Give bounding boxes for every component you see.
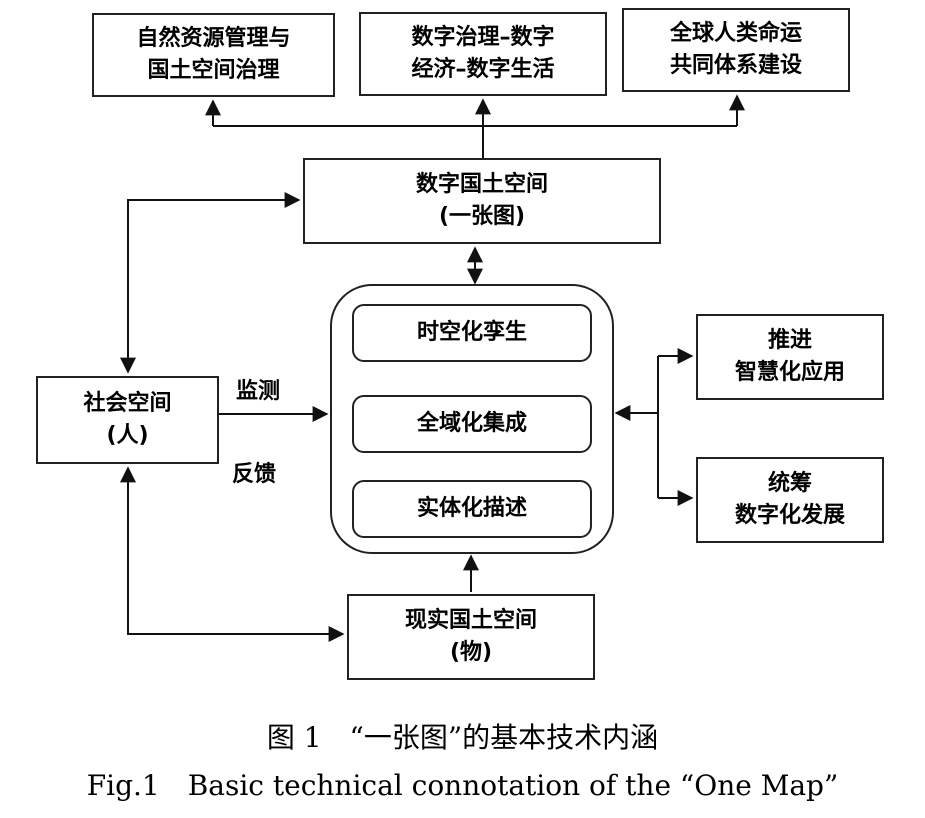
- top-box-1-line1: 自然资源管理与: [136, 26, 291, 51]
- figure-caption-cn: 图 1 “一张图”的基本技术内涵: [266, 721, 659, 754]
- step-bottom-label: 实体化描述: [416, 496, 527, 521]
- arrow-social-real: [120, 466, 345, 642]
- digital-space-box: 数字国土空间 (一张图): [303, 158, 661, 244]
- social-space-line1: 社会空间: [83, 391, 172, 416]
- social-space-box: 社会空间 (人): [36, 376, 219, 464]
- top-box-2-line1: 数字治理–数字: [411, 25, 555, 50]
- right-box-2-line1: 统筹: [767, 471, 812, 496]
- digital-space-line1: 数字国土空间: [415, 172, 548, 197]
- real-space-line1: 现实国土空间: [404, 608, 537, 633]
- step-spatiotemporal-twin: 时空化孪生: [352, 304, 592, 362]
- top-box-resource-management: 自然资源管理与 国土空间治理: [92, 13, 335, 97]
- top-box-1-line2: 国土空间治理: [147, 58, 280, 83]
- right-box-digital-development: 统筹 数字化发展: [696, 457, 884, 543]
- top-box-community-destiny: 全球人类命运 共同体系建设: [622, 8, 850, 92]
- digital-space-line2: (一张图): [438, 204, 526, 229]
- top-box-3-line1: 全球人类命运: [669, 21, 802, 46]
- social-space-line2: (人): [106, 423, 149, 448]
- right-box-1-line1: 推进: [767, 328, 812, 353]
- right-box-2-line2: 数字化发展: [734, 503, 845, 528]
- monitor-label: 监测: [236, 379, 281, 404]
- step-middle-label: 全域化集成: [416, 411, 527, 436]
- top-box-digital-governance: 数字治理–数字 经济–数字生活: [359, 12, 607, 96]
- step-top-label: 时空化孪生: [416, 320, 527, 345]
- step-entity-description: 实体化描述: [352, 480, 592, 538]
- feedback-label: 反馈: [232, 462, 277, 487]
- real-space-box: 现实国土空间 (物): [347, 594, 595, 680]
- real-space-line2: (物): [449, 640, 493, 665]
- step-global-integration: 全域化集成: [352, 395, 592, 453]
- top-box-2-line2: 经济–数字生活: [411, 57, 555, 82]
- right-box-smart-application: 推进 智慧化应用: [696, 314, 884, 400]
- figure-caption-en: Fig.1 Basic technical connotation of the…: [86, 769, 839, 802]
- right-box-1-line2: 智慧化应用: [734, 360, 845, 385]
- arrow-social-digital: [120, 192, 301, 374]
- top-box-3-line2: 共同体系建设: [669, 53, 802, 78]
